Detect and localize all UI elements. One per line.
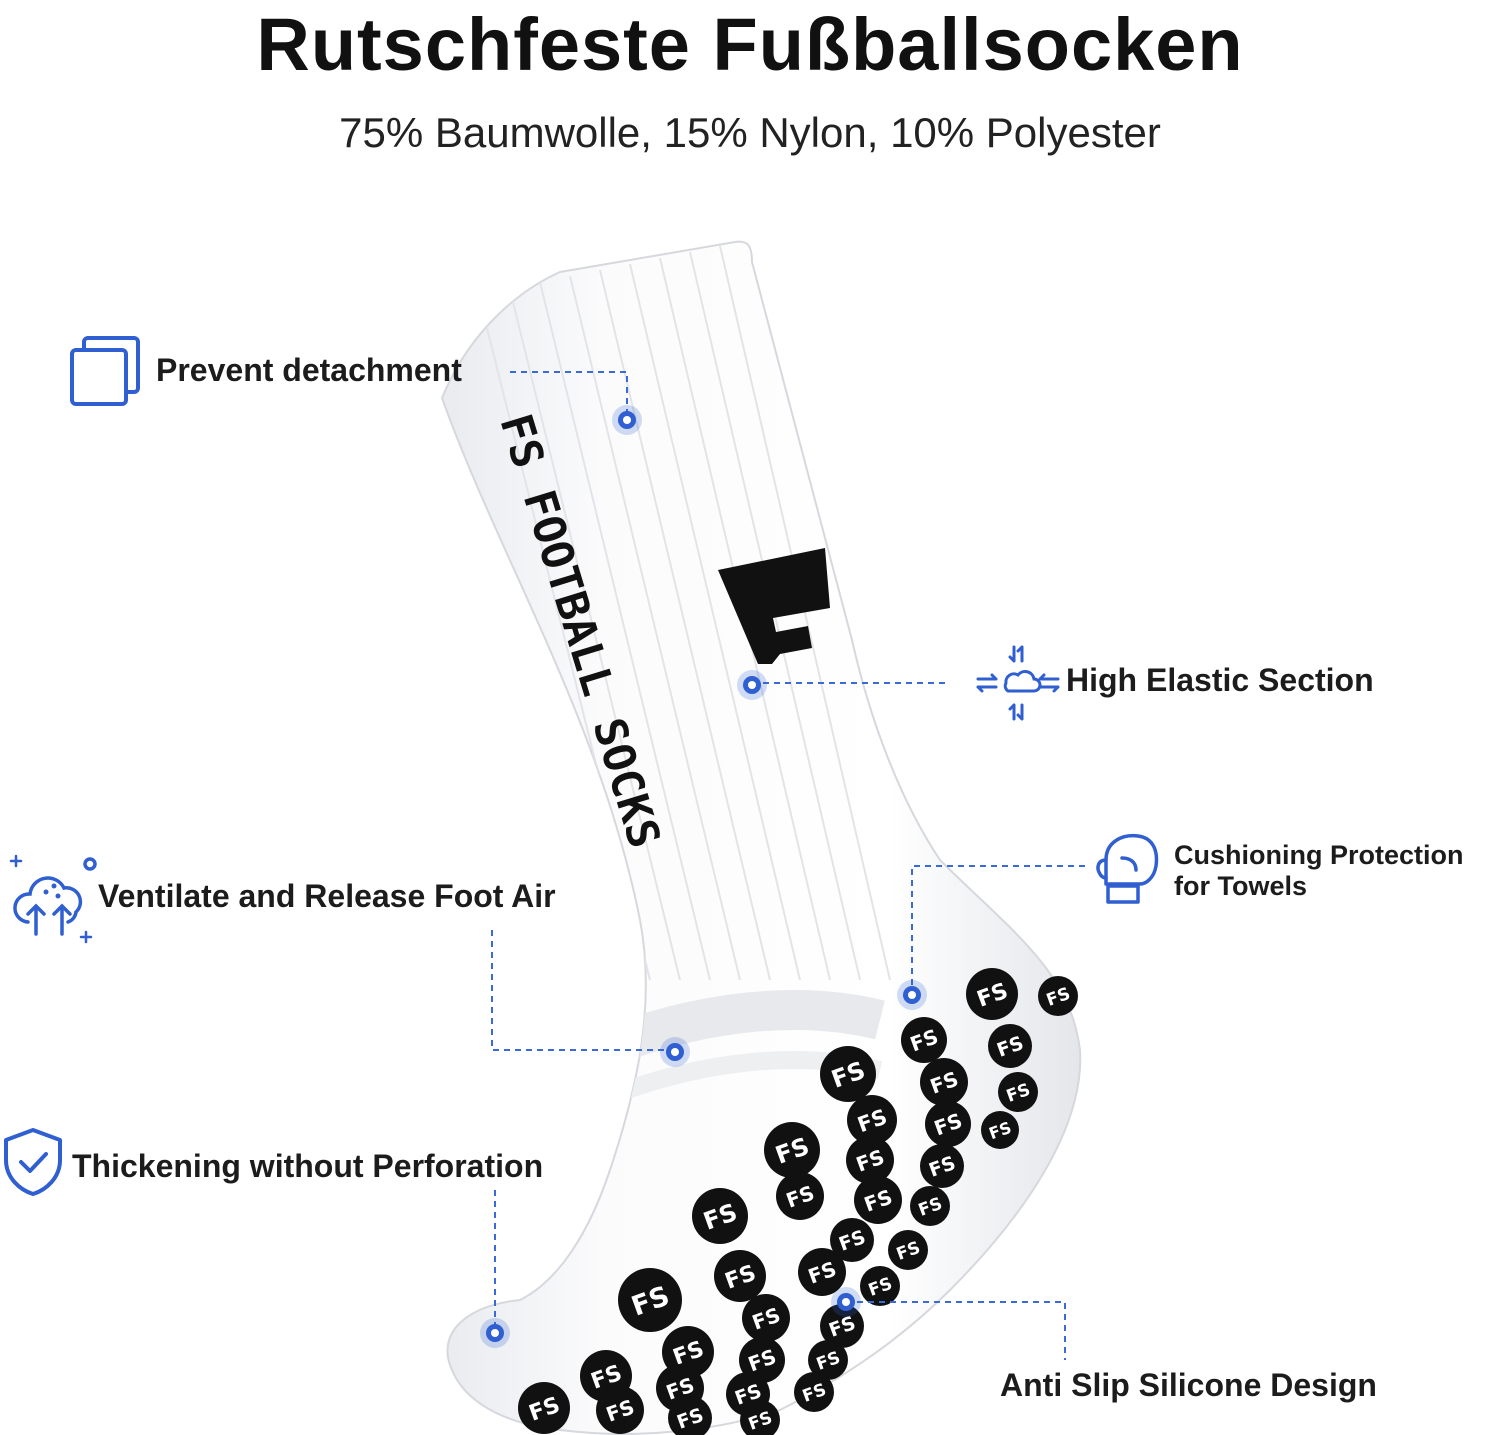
connector-prevent-detachment [510,371,628,420]
grip-dot: FS [794,1372,834,1412]
grip-dot: FS [820,1304,864,1348]
grip-dot: FS [714,1250,766,1302]
connector-cushioning [911,865,1085,995]
cloud-arrows-icon [9,854,97,944]
grip-dot: FS [888,1230,928,1270]
f-logo [718,548,830,664]
marker-thickening [480,1318,510,1348]
marker-ventilate [660,1037,690,1067]
grip-dot: FS [820,1046,876,1102]
grip-dot: FS [668,1396,712,1435]
label-cushioning-line1: Cushioning Protection [1174,840,1464,870]
grip-dot: FS [808,1340,848,1380]
grip-dot: FS [988,1024,1032,1068]
grip-dot: FS [846,1136,894,1184]
grip-dot: FS [776,1172,824,1220]
label-anti-slip: Anti Slip Silicone Design [1000,1367,1377,1403]
marker-prevent-detachment [612,405,642,435]
marker-high-elastic [737,670,767,700]
grip-dot: FS [1038,976,1078,1016]
material-subtitle: 75% Baumwolle, 15% Nylon, 10% Polyester [339,109,1161,156]
grip-dot: FS [830,1218,874,1262]
label-cushioning-line2: for Towels [1174,871,1308,902]
grip-dot: FS [742,1294,790,1342]
grip-dot: FS [739,1337,785,1383]
grip-dot: FS [798,1248,846,1296]
label-ventilate: Ventilate and Release Foot Air [98,878,556,914]
grip-dot: FS [860,1266,900,1306]
grip-dot: FS [910,1186,950,1226]
grip-dot: FS [596,1386,644,1434]
boxing-glove-icon [1096,833,1159,904]
connector-anti-slip [846,1301,1066,1360]
grip-dot: FS [981,1111,1019,1149]
label-prevent-detachment: Prevent detachment [156,352,462,388]
grip-dot: FS [692,1188,748,1244]
label-cushioning: Cushioning Protection for Towels [1174,840,1464,902]
grip-dot: FS [925,1101,971,1147]
label-thickening: Thickening without Perforation [72,1148,544,1184]
grip-dot: FS [920,1058,968,1106]
grip-dot: FS [901,1017,947,1063]
grip-dot: FS [966,968,1018,1020]
marker-cushioning [897,980,927,1010]
grip-dot: FS [618,1268,682,1332]
stacked-squares-icon [70,336,140,406]
grip-dot: FS [854,1176,902,1224]
grip-dot: FS [764,1122,820,1178]
label-high-elastic-section: High Elastic Section [1066,662,1374,698]
page-title: Rutschfeste Fußballsocken [256,3,1244,86]
grip-dot: FS [518,1382,570,1434]
grip-dot: FS [847,1095,897,1145]
stretch-arrows-cloud-icon [976,645,1060,721]
connector-ventilate [491,930,675,1051]
marker-anti-slip [831,1287,861,1317]
shield-check-icon [4,1128,62,1196]
sock-rib-lines [479,245,891,981]
grip-dot: FS [920,1144,964,1188]
grip-dot: FS [740,1400,780,1435]
grip-dot: FS [662,1326,714,1378]
grip-dot: FS [998,1072,1038,1112]
